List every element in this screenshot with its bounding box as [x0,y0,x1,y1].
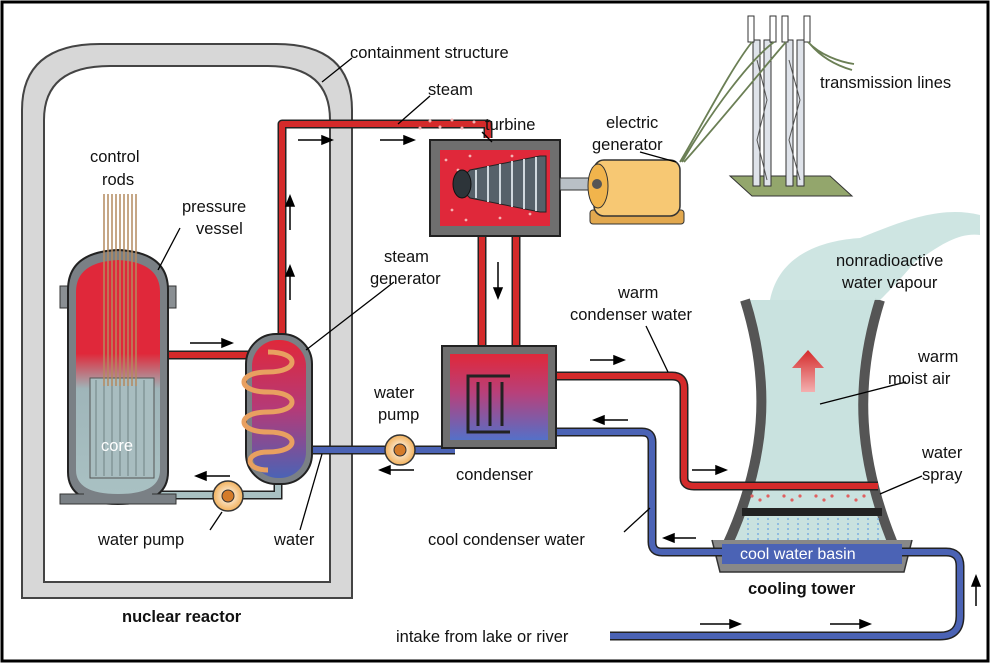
label-water: water [273,531,315,549]
cool-water-pipe [510,429,722,555]
pressure-vessel [59,194,177,506]
label-water-spray-2: spray [922,466,963,484]
label-turbine: turbine [485,116,535,134]
label-water-pump-mid-1: water [373,384,415,402]
transmission-tower [679,15,855,197]
flow-arrows [190,134,982,630]
exhaust-pipes [479,232,519,356]
label-steam-generator-2: generator [370,270,441,288]
pump-middle [384,434,416,466]
label-vapour-2: water vapour [841,274,938,292]
label-condenser: condenser [456,466,534,484]
pump-left [212,480,244,512]
label-warm-condenser-1: warm [617,284,658,302]
label-warm-condenser-2: condenser water [570,306,692,324]
labels: containment structure steam turbine elec… [90,44,963,646]
label-steam-generator-1: steam [384,248,429,266]
label-electric-generator-2: generator [592,136,663,154]
label-pressure-vessel-2: vessel [196,220,243,238]
label-warm-air-1: warm [917,348,958,366]
steam-pipe [279,121,491,340]
condenser [441,345,557,449]
label-warm-air-2: moist air [888,370,951,388]
label-control-rods-2: rods [102,171,134,189]
label-control-rods-1: control [90,148,140,166]
intake-pipe [610,549,963,639]
label-water-pump-left: water pump [97,531,184,549]
leader-lines [157,57,923,533]
label-steam: steam [428,81,473,99]
electric-generator [587,159,685,225]
label-vapour-1: nonradioactive [836,252,943,270]
label-water-pump-mid-2: pump [378,406,419,424]
cooling-tower [711,212,980,573]
label-containment-structure: containment structure [350,44,509,62]
label-water-spray-1: water [921,444,963,462]
label-cool-water-basin: cool water basin [740,546,856,563]
containment-structure [21,43,353,599]
cool-water-basin [722,544,902,564]
label-nuclear-reactor: nuclear reactor [122,608,242,626]
label-core: core [101,437,133,455]
label-cooling-tower: cooling tower [748,580,856,598]
label-intake: intake from lake or river [396,628,569,646]
steam-generator [241,333,313,485]
warm-water-pipe [510,373,878,489]
label-cool-condenser-water: cool condenser water [428,531,585,549]
label-transmission-lines: transmission lines [820,74,951,92]
label-electric-generator-1: electric [606,114,658,132]
turbine [429,139,561,237]
label-pressure-vessel-1: pressure [182,198,246,216]
